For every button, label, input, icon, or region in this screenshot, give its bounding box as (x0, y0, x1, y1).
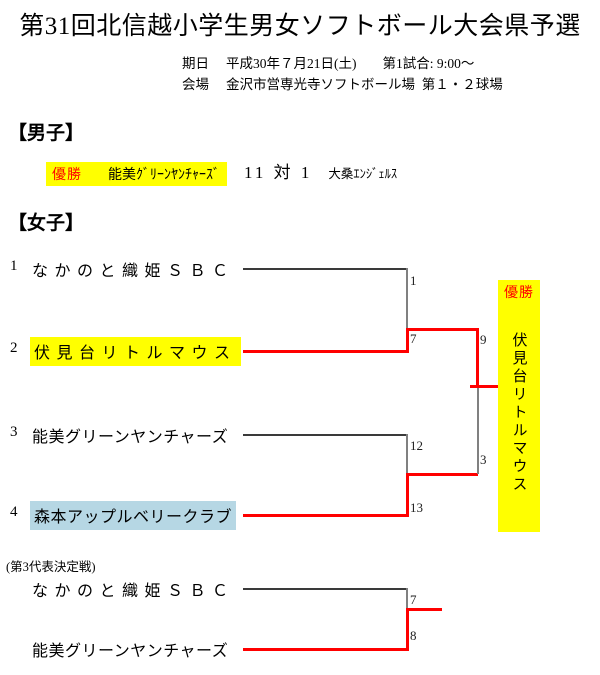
mens-champion-highlight: 優勝 能美ｸﾞﾘｰﾝﾔﾝﾁｬｰｽﾞ (46, 162, 227, 186)
bracket-connector-sf2-bottom-winner (406, 473, 409, 517)
bracket-line-sf2-advance (406, 473, 478, 476)
mens-final-score: 11 対 1 (244, 163, 313, 182)
score-sf1-bottom: 7 (410, 331, 417, 346)
seed-number-4: 4 (10, 504, 18, 520)
mens-final-result: 優勝 能美ｸﾞﾘｰﾝﾔﾝﾁｬｰｽﾞ 11 対 1 大桑ｴﾝｼﾞｪﾙｽ (46, 158, 398, 186)
bracket-connector-playoff-bottom-winner (406, 608, 409, 651)
bracket-line-champion-advance (470, 385, 502, 388)
bracket-connector-sf1-bottom-winner (406, 328, 409, 353)
seed-number-1: 1 (10, 258, 18, 274)
score-playoff-bottom: 8 (410, 628, 417, 643)
bracket-line-playoff-top (243, 588, 408, 590)
bracket-line-playoff-advance (406, 608, 442, 611)
team-label-1: なかのと織姫ＳＢＣ (32, 263, 235, 280)
event-date-row: 期日 平成30年７月21日(土) 第1試合: 9:00～ (182, 52, 474, 72)
score-final-top: 9 (480, 332, 487, 347)
bracket-line-team1 (243, 268, 408, 270)
score-sf2-top: 12 (410, 438, 423, 453)
date-label: 期日 (182, 56, 209, 71)
first-game-time: 9:00～ (436, 56, 475, 71)
womens-champion-label: 優勝 (504, 286, 534, 301)
seed-number-2: 2 (10, 340, 18, 356)
team-label-2: 伏見台リトルマウス (30, 337, 241, 366)
venue-value: 金沢市営専光寺ソフトボール場 (226, 77, 415, 92)
womens-section-heading: 【女子】 (8, 213, 85, 234)
team-label-4: 森本アップルベリークラブ (30, 501, 237, 530)
playoff-team-bottom: 能美グリーンヤンチャーズ (32, 643, 229, 660)
venue-label: 会場 (182, 77, 209, 92)
bracket-connector-sf2-top (406, 434, 408, 496)
bracket-line-team3 (243, 434, 408, 436)
first-game-label: 第1試合: (382, 56, 434, 71)
bracket-line-team2-winner (243, 350, 409, 353)
team-label-3: 能美グリーンヤンチャーズ (32, 429, 229, 446)
bracket-connector-playoff-top (406, 588, 408, 610)
mens-champion-team: 能美ｸﾞﾘｰﾝﾔﾝﾁｬｰｽﾞ (108, 168, 220, 183)
bracket-line-sf1-advance (406, 328, 478, 331)
score-final-bottom: 3 (480, 452, 487, 467)
mens-champion-label: 優勝 (52, 168, 82, 183)
score-playoff-top: 7 (410, 592, 417, 607)
bracket-connector-final-bottom (477, 386, 479, 474)
venue-fields: 第１・２球場 (421, 77, 503, 92)
bracket-line-team4-winner (243, 514, 409, 517)
bracket-connector-sf1-top (406, 268, 408, 330)
event-venue-row: 会場 金沢市営専光寺ソフトボール場 第１・２球場 (182, 73, 503, 93)
score-sf1-top: 1 (410, 273, 417, 288)
page-title: 第31回北信越小学生男女ソフトボール大会県予選 (19, 13, 581, 40)
score-sf2-bottom: 13 (410, 500, 423, 515)
playoff-team-top: なかのと織姫ＳＢＣ (32, 583, 235, 600)
bracket-connector-final-top-winner (476, 328, 479, 388)
womens-champion-box: 優勝 伏見台リトルマウス (498, 280, 540, 532)
mens-section-heading: 【男子】 (8, 123, 85, 144)
mens-runner-up-team: 大桑ｴﾝｼﾞｪﾙｽ (328, 167, 398, 181)
bracket-line-playoff-bottom-winner (243, 648, 409, 651)
seed-number-3: 3 (10, 424, 18, 440)
womens-champion-team: 伏見台リトルマウス (510, 332, 527, 495)
playoff-heading: (第3代表決定戦) (6, 560, 96, 574)
date-value: 平成30年７月21日(土) (226, 56, 357, 71)
